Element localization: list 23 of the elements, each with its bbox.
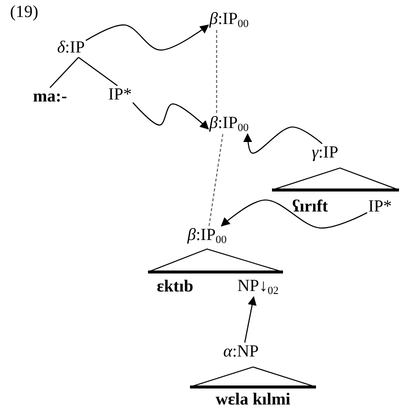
tree-branch [50, 56, 79, 88]
arrow [132, 102, 209, 130]
tree-node-label: δ:IP [56, 38, 86, 58]
tree-node-label: β:IP$_{00}$ [208, 114, 250, 134]
terminal-word: ma:- [32, 88, 68, 106]
terminal-word: ɛktıb [156, 278, 194, 296]
tree-node-label: β:IP$_{00}$ [208, 10, 250, 30]
tree-branch [78, 56, 118, 86]
arrow [86, 24, 210, 51]
arrow [243, 126, 322, 154]
example-number: (19) [10, 2, 38, 22]
tree-node-label: IP* [367, 198, 393, 216]
dashed-link [216, 30, 218, 114]
tree-node-label: NP↓$_{02}$ [236, 276, 280, 298]
terminal-word: wɛla kılmi [214, 390, 292, 409]
tree-node-label: IP* [107, 86, 133, 104]
terminal-word: ʕırıft [291, 198, 329, 216]
tree-node-label: γ:IP [310, 144, 340, 162]
tree-node-label: α:NP [222, 342, 260, 362]
arrow [220, 199, 368, 229]
dashed-link [208, 134, 224, 226]
tree-node-label: β:IP$_{00}$ [186, 226, 228, 246]
arrow [244, 296, 257, 343]
